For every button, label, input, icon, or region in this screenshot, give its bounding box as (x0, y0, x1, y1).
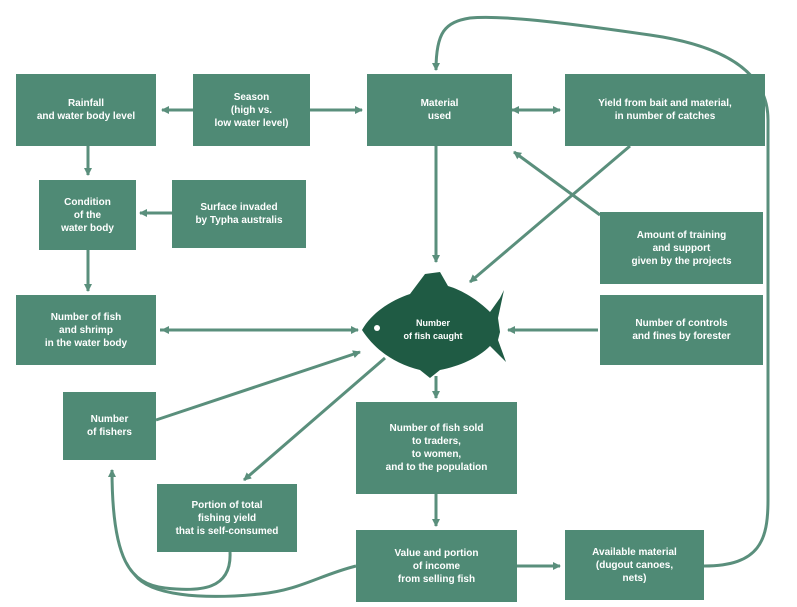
arrow-training-to-material (513, 150, 601, 217)
node-material-used: Material used (367, 74, 512, 146)
arrow-value-loop-to-fishers (133, 564, 357, 598)
node-value-income: Value and portion of income from selling… (356, 530, 517, 602)
fish-eye (374, 325, 380, 331)
node-fish-shrimp: Number of fish and shrimp in the water b… (16, 295, 156, 365)
node-available-material: Available material (dugout canoes, nets) (565, 530, 704, 600)
arrow-fishcaught-to-selfconsumed (243, 356, 386, 482)
arrow-fishers-to-fishcaught (155, 350, 361, 422)
node-controls: Number of controls and fines by forester (600, 295, 763, 365)
node-fish-sold: Number of fish sold to traders, to women… (356, 402, 517, 494)
fish-icon (362, 272, 506, 378)
node-fishers: Number of fishers (63, 392, 156, 460)
arrow-yield-to-fishcaught (469, 144, 631, 284)
node-rainfall: Rainfall and water body level (16, 74, 156, 146)
node-condition: Condition of the water body (39, 180, 136, 250)
node-fish-caught-line2: of fish caught (404, 331, 463, 341)
node-season: Season (high vs. low water level) (193, 74, 310, 146)
node-self-consumed: Portion of total fishing yield that is s… (157, 484, 297, 552)
node-fish-caught-line1: Number (416, 318, 451, 328)
arrow-selfconsumed-loop-to-fishers (108, 469, 232, 591)
arrow-available-loop-to-material (432, 15, 770, 568)
node-training: Amount of training and support given by … (600, 212, 763, 284)
node-yield: Yield from bait and material, in number … (565, 74, 765, 146)
node-surface: Surface invaded by Typha australis (172, 180, 306, 248)
